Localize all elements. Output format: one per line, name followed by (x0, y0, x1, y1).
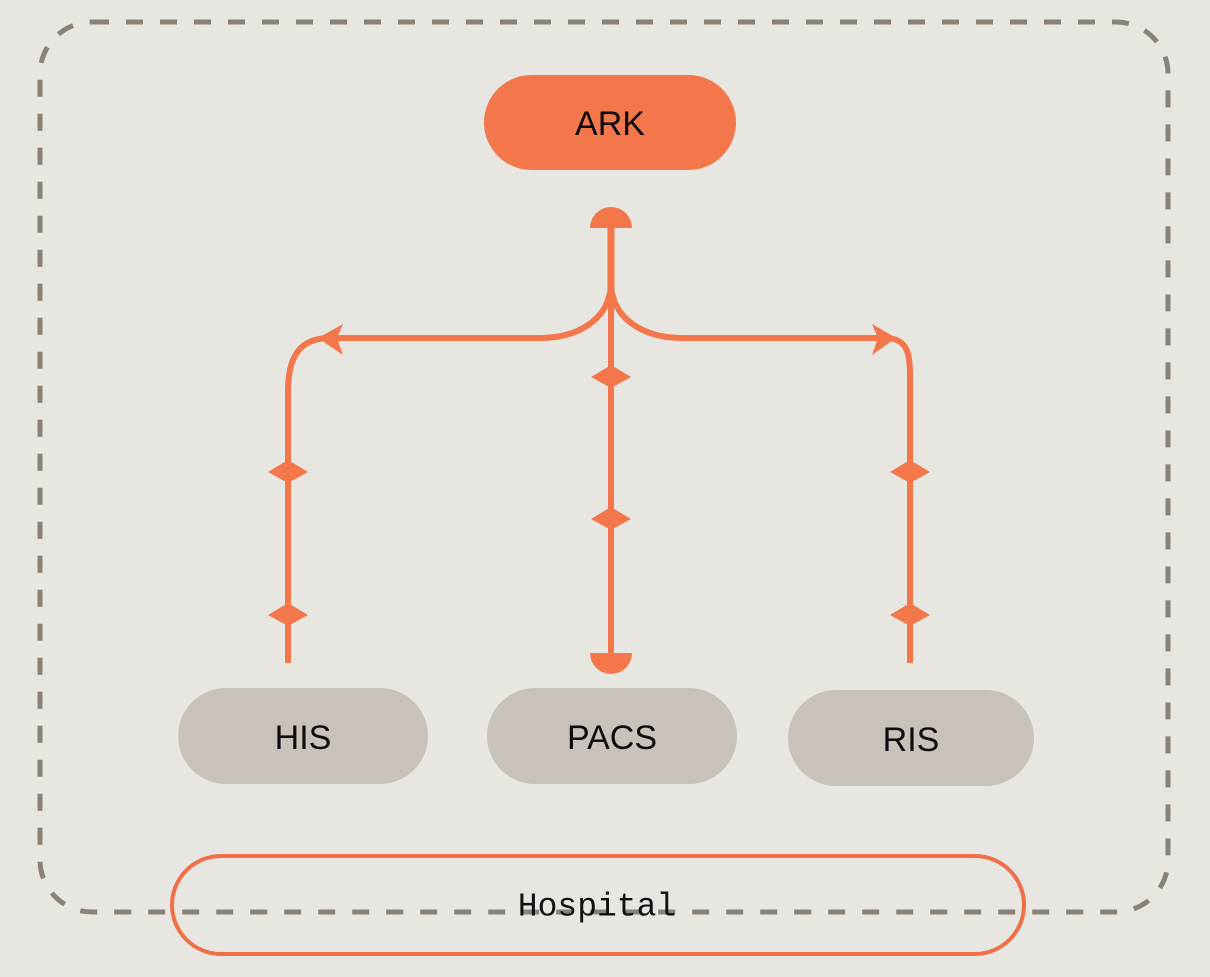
arrowhead-right-icon (872, 324, 896, 355)
node-ark[interactable]: ARK (484, 75, 736, 170)
boundary-dashed-rect (37, 19, 1171, 915)
arrowhead-left-icon (318, 324, 343, 355)
node-ris-shape[interactable] (788, 690, 1034, 786)
connector-group (268, 207, 930, 674)
node-ark-shape[interactable] (484, 75, 736, 170)
connector-marker-diamond-icon (591, 365, 631, 388)
node-his[interactable]: HIS (178, 688, 428, 784)
connector-marker-diamond-icon (890, 460, 930, 483)
node-ris-label: RIS (883, 721, 940, 759)
node-his-label: HIS (275, 719, 332, 757)
connector-ark-to-ris (609, 291, 914, 663)
node-ris[interactable]: RIS (788, 690, 1034, 786)
node-his-shape[interactable] (178, 688, 428, 784)
connector-marker-diamond-icon (268, 460, 308, 483)
connector-marker-diamond-icon (268, 603, 308, 626)
node-pacs-label: PACS (567, 719, 657, 757)
node-ark-label: ARK (575, 105, 645, 143)
node-hospital-shape[interactable] (170, 854, 1026, 956)
connector-target-cap-icon (590, 653, 632, 674)
node-pacs[interactable]: PACS (487, 688, 737, 784)
node-hospital[interactable]: Hospital (170, 854, 1026, 956)
node-hospital-label: Hospital (518, 889, 676, 926)
connector-marker-diamond-icon (890, 603, 930, 626)
connector-marker-diamond-icon (591, 507, 631, 530)
node-pacs-shape[interactable] (487, 688, 737, 784)
connector-source-cap-icon (590, 207, 632, 228)
